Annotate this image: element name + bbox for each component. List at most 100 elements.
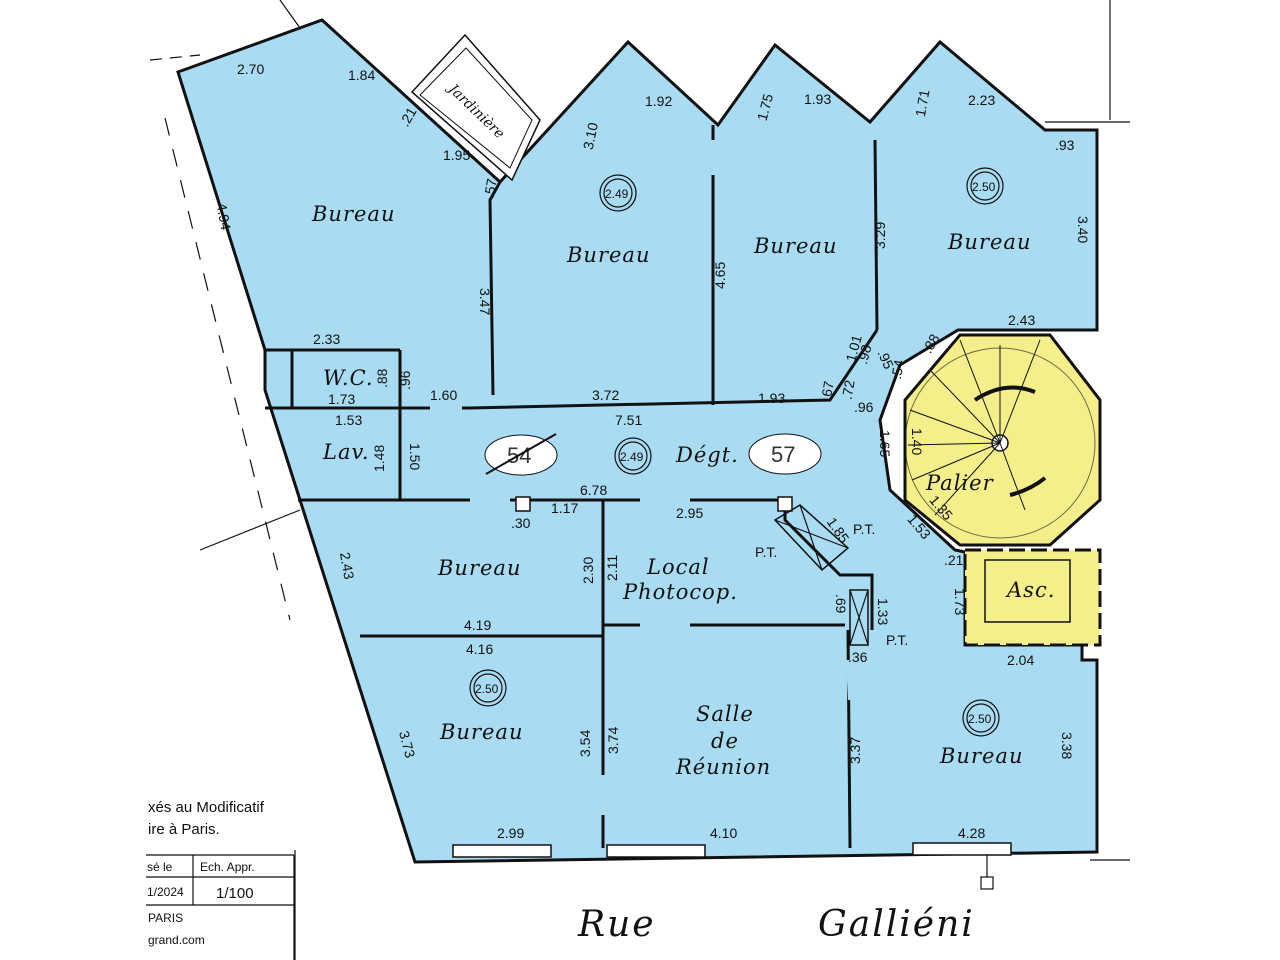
svg-text:1.93: 1.93	[758, 390, 785, 406]
door-gaps	[430, 140, 852, 815]
legend-line1: xés au Modificatif	[148, 799, 265, 816]
svg-text:1.65: 1.65	[877, 430, 893, 457]
svg-text:1.75: 1.75	[754, 92, 777, 123]
lot-oval-struck: 54	[484, 433, 558, 476]
svg-text:2.70: 2.70	[237, 61, 264, 77]
svg-text:3.29: 3.29	[872, 222, 888, 249]
legend-col2-header: Ech. Appr.	[200, 860, 255, 874]
svg-text:3.72: 3.72	[592, 387, 619, 403]
svg-text:3.74: 3.74	[605, 727, 621, 754]
height-badge-5: 2.50	[962, 699, 1000, 737]
svg-text:3.38: 3.38	[1059, 732, 1075, 759]
svg-text:4.28: 4.28	[958, 825, 985, 841]
svg-text:1.84: 1.84	[348, 67, 375, 83]
svg-text:1.95: 1.95	[443, 147, 470, 163]
svg-text:1.60: 1.60	[430, 387, 457, 403]
title-block: xés au Modificatif ire à Paris. sé le Ec…	[146, 799, 295, 960]
room-salle-line3: Réunion	[675, 755, 771, 779]
svg-text:2.50: 2.50	[475, 682, 499, 696]
svg-text:.30: .30	[511, 515, 531, 531]
svg-text:.57: .57	[481, 177, 500, 199]
svg-text:2.49: 2.49	[605, 187, 629, 201]
pt-label-2: P.T.	[853, 521, 875, 537]
pt-label-3: P.T.	[886, 632, 908, 648]
svg-text:.98: .98	[854, 343, 875, 366]
svg-text:2.49: 2.49	[620, 450, 644, 464]
neighbour-lines	[149, 0, 1130, 960]
room-salle-line2: de	[711, 729, 739, 753]
height-badge-4: 2.50	[469, 669, 507, 707]
windows	[452, 842, 1012, 890]
svg-text:4.19: 4.19	[464, 617, 491, 633]
lot-oval-current: 57	[748, 433, 822, 475]
svg-text:2.04: 2.04	[1007, 652, 1034, 668]
room-bureau-nw: Bureau	[311, 202, 395, 226]
svg-text:4.94: 4.94	[214, 202, 235, 232]
svg-text:6.78: 6.78	[580, 482, 607, 498]
svg-text:.93: .93	[1055, 137, 1075, 153]
svg-text:4.16: 4.16	[466, 641, 493, 657]
dimensions: 2.70 1.84 .21 1.95 .57 4.94 3.10 1.92 1.…	[214, 61, 1091, 841]
svg-text:1.73: 1.73	[328, 391, 355, 407]
height-badge-3: 2.49	[614, 437, 652, 475]
room-bureau-n1: Bureau	[566, 243, 650, 267]
svg-text:1.71: 1.71	[912, 88, 933, 118]
svg-text:.21: .21	[944, 552, 964, 568]
svg-text:1.40: 1.40	[909, 428, 925, 455]
legend-col1-value: 1/2024	[147, 885, 184, 899]
legend-website: grand.com	[148, 933, 205, 947]
height-badge-2: 2.50	[966, 167, 1004, 205]
room-local-line2: Photocop.	[622, 580, 738, 604]
svg-text:2.50: 2.50	[972, 180, 996, 194]
svg-text:1.73: 1.73	[952, 588, 968, 615]
height-badge-1: 2.49	[599, 174, 637, 212]
svg-text:.88: .88	[374, 368, 390, 388]
svg-text:.96: .96	[397, 370, 413, 390]
shafts	[515, 496, 869, 646]
svg-text:57: 57	[771, 442, 795, 467]
floor-area	[176, 18, 1099, 864]
svg-text:2.11: 2.11	[604, 555, 620, 581]
svg-text:4.65: 4.65	[712, 262, 728, 289]
svg-text:2.43: 2.43	[1008, 312, 1035, 328]
street-word-gallieni: Galliéni	[818, 904, 975, 945]
room-wc: W.C.	[323, 366, 374, 390]
svg-text:1.17: 1.17	[551, 500, 578, 516]
jardiniere: Jardinière	[410, 33, 541, 182]
room-asc: Asc.	[1005, 578, 1055, 602]
svg-text:3.40: 3.40	[1075, 216, 1091, 243]
room-bureau-n2: Bureau	[753, 234, 837, 258]
room-degt: Dégt.	[675, 443, 739, 467]
svg-text:3.37: 3.37	[847, 737, 863, 764]
palier	[903, 333, 1102, 547]
room-bureau-sw: Bureau	[439, 720, 523, 744]
svg-text:.36: .36	[848, 649, 868, 665]
legend-line2: ire à Paris.	[148, 821, 220, 838]
svg-text:.69: .69	[833, 594, 849, 614]
svg-text:4.10: 4.10	[710, 825, 737, 841]
svg-text:.96: .96	[854, 399, 874, 415]
legend-col1-header: sé le	[147, 860, 173, 874]
svg-text:2.95: 2.95	[676, 505, 703, 521]
svg-text:3.73: 3.73	[396, 729, 419, 760]
room-bureau-se: Bureau	[939, 744, 1023, 768]
svg-text:.72: .72	[839, 379, 858, 401]
svg-text:1.50: 1.50	[407, 443, 423, 470]
svg-text:2.99: 2.99	[497, 825, 524, 841]
room-palier: Palier	[925, 471, 995, 495]
svg-text:2.33: 2.33	[313, 331, 340, 347]
legend-scale: 1/100	[216, 885, 254, 902]
svg-text:2.50: 2.50	[968, 712, 992, 726]
street-word-rue: Rue	[577, 904, 656, 945]
room-salle-line1: Salle	[696, 702, 754, 726]
svg-text:1.33: 1.33	[875, 598, 891, 625]
svg-text:.95: .95	[874, 347, 897, 372]
svg-text:3.10: 3.10	[580, 121, 601, 151]
svg-text:1.93: 1.93	[804, 91, 831, 107]
svg-text:1.48: 1.48	[371, 445, 387, 472]
svg-text:2.43: 2.43	[337, 551, 358, 581]
legend-city: PARIS	[148, 911, 183, 925]
svg-text:.67: .67	[818, 380, 837, 402]
elevator	[963, 548, 1102, 647]
